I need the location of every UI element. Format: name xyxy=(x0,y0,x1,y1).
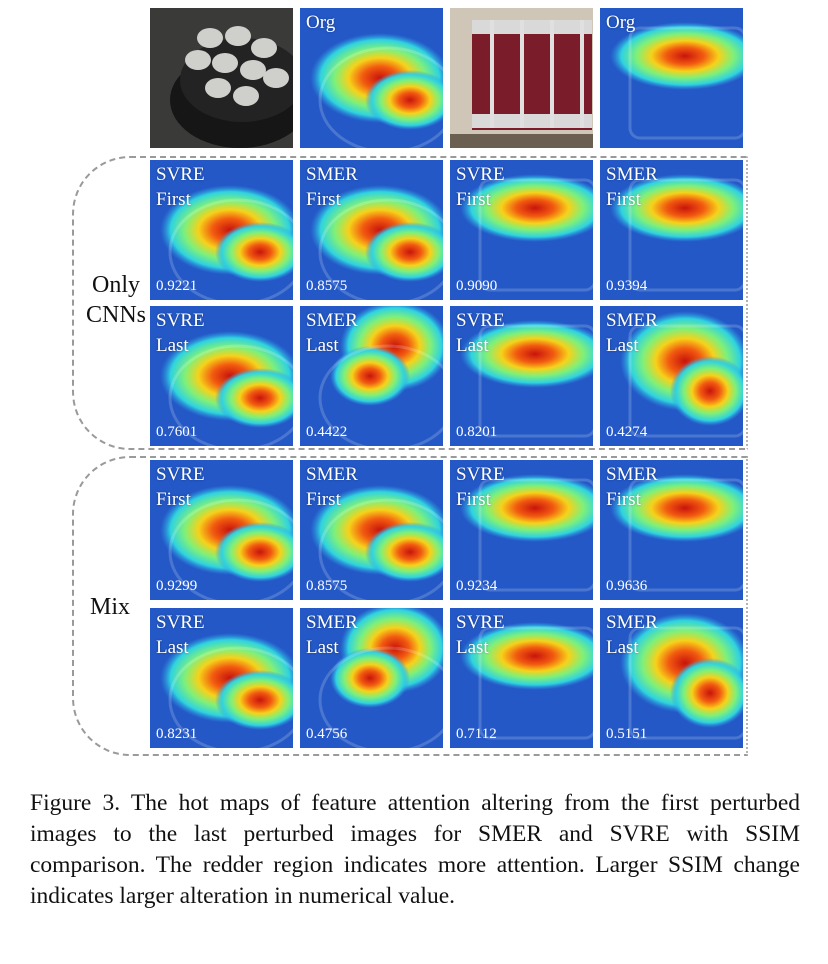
tile-stage-label: First xyxy=(156,189,191,210)
tile-stage-label: Last xyxy=(606,335,639,356)
tile-ssim-score: 0.8575 xyxy=(306,578,348,594)
tile-method-label: SMER xyxy=(306,464,358,485)
tile-stage-label: Last xyxy=(156,335,189,356)
heatmap-tile: SMER First 0.9636 xyxy=(600,460,743,600)
photo-drum-tile xyxy=(450,8,593,148)
tile-stage-label: First xyxy=(456,189,491,210)
tile-ssim-score: 0.8201 xyxy=(456,424,498,440)
tile-ssim-score: 0.7601 xyxy=(156,424,198,440)
tile-ssim-score: 0.8231 xyxy=(156,726,198,742)
tile-ssim-score: 0.8575 xyxy=(306,278,348,294)
tile-method-label: SMER xyxy=(306,164,358,185)
group-box-only-cnns xyxy=(72,156,748,450)
group-label-mix: Mix xyxy=(84,592,136,622)
tile-ssim-score: 0.9234 xyxy=(456,578,498,594)
heatmap-tile: SVRE Last 0.7601 xyxy=(150,306,293,446)
heatmap-tile: SMER Last 0.4422 xyxy=(300,306,443,446)
tile-method-label: SVRE xyxy=(456,310,505,331)
tile-stage-label: Last xyxy=(156,637,189,658)
heatmap-drum-org-tile: Org xyxy=(600,8,743,148)
tile-stage-label: Last xyxy=(306,637,339,658)
tile-method-label: SVRE xyxy=(456,612,505,633)
tile-stage-label: Last xyxy=(456,335,489,356)
heatmap-tile: SMER First 0.8575 xyxy=(300,460,443,600)
figure-caption: Figure 3. The hot maps of feature attent… xyxy=(30,790,800,909)
tile-ssim-score: 0.9090 xyxy=(456,278,498,294)
heatmap-tile: SVRE Last 0.8201 xyxy=(450,306,593,446)
heatmap-tile: SVRE First 0.9299 xyxy=(150,460,293,600)
tile-method-label: SMER xyxy=(306,612,358,633)
heatmap-tile: SMER Last 0.4756 xyxy=(300,608,443,748)
tile-method-label: SVRE xyxy=(156,612,205,633)
tile-stage-label: First xyxy=(606,189,641,210)
tile-method-label: SVRE xyxy=(156,310,205,331)
tile-ssim-score: 0.4756 xyxy=(306,726,348,742)
tile-stage-label: Last xyxy=(606,637,639,658)
group-label-only-cnns: Only CNNs xyxy=(80,270,152,330)
tile-ssim-score: 0.4274 xyxy=(606,424,648,440)
tile-method-label: SVRE xyxy=(156,164,205,185)
heatmap-tile: SMER Last 0.5151 xyxy=(600,608,743,748)
tile-stage-label: Last xyxy=(306,335,339,356)
tile-stage-label: First xyxy=(306,489,341,510)
heatmap-tile: SVRE Last 0.7112 xyxy=(450,608,593,748)
tile-method-label: SMER xyxy=(606,464,658,485)
tile-method-label: SVRE xyxy=(456,464,505,485)
heatmap-tile: SMER Last 0.4274 xyxy=(600,306,743,446)
tile-method-label: SVRE xyxy=(456,164,505,185)
heatmap-tile: SMER First 0.8575 xyxy=(300,160,443,300)
tile-stage-label: First xyxy=(306,189,341,210)
heatmap-tile: SVRE First 0.9090 xyxy=(450,160,593,300)
tile-ssim-score: 0.5151 xyxy=(606,726,648,742)
tile-label-org: Org xyxy=(606,12,636,33)
tile-stage-label: First xyxy=(156,489,191,510)
tile-method-label: SVRE xyxy=(156,464,205,485)
tile-label-org: Org xyxy=(306,12,336,33)
tile-ssim-score: 0.9221 xyxy=(156,278,198,294)
tile-method-label: SMER xyxy=(606,612,658,633)
group-label-line1: Only xyxy=(92,272,140,298)
group-label-line2: CNNs xyxy=(85,302,146,328)
tile-method-label: SMER xyxy=(606,310,658,331)
heatmap-tile: SMER First 0.9394 xyxy=(600,160,743,300)
tile-method-label: SMER xyxy=(606,164,658,185)
tile-method-label: SMER xyxy=(306,310,358,331)
group-label-line1: Mix xyxy=(89,594,130,620)
tile-ssim-score: 0.4422 xyxy=(306,424,348,440)
tile-stage-label: First xyxy=(456,489,491,510)
heatmap-tile: SVRE First 0.9234 xyxy=(450,460,593,600)
tile-ssim-score: 0.9394 xyxy=(606,278,648,294)
heatmap-pot-org-tile: Org xyxy=(300,8,443,148)
heatmap-tile: SVRE First 0.9221 xyxy=(150,160,293,300)
photo-pot-tile xyxy=(150,8,293,148)
heatmap-tile: SVRE Last 0.8231 xyxy=(150,608,293,748)
tile-ssim-score: 0.7112 xyxy=(456,726,497,742)
tile-ssim-score: 0.9636 xyxy=(606,578,648,594)
group-box-mix xyxy=(72,456,748,756)
tile-stage-label: First xyxy=(606,489,641,510)
tile-ssim-score: 0.9299 xyxy=(156,578,198,594)
tile-stage-label: Last xyxy=(456,637,489,658)
